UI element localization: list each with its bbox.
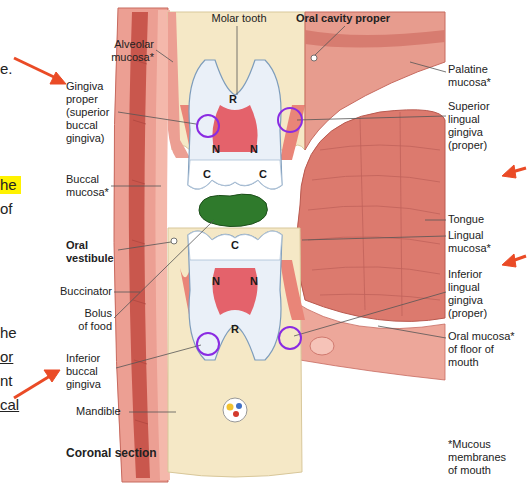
part-label: Tongue	[448, 213, 508, 226]
lower-lingual-gingiva	[280, 260, 305, 320]
bolus	[199, 194, 267, 226]
part-label: Gingiva proper (superior buccal gingiva)	[66, 80, 122, 145]
part-label: Buccinator	[60, 285, 130, 298]
part-label: Mandible	[76, 405, 136, 418]
tooth-letter: N	[208, 275, 224, 288]
vein	[236, 403, 242, 409]
leader-end	[311, 55, 317, 61]
floor-of-mouth	[292, 300, 445, 380]
part-label: Oral mucosa* of floor of mouth	[448, 330, 518, 369]
leader-end	[171, 238, 177, 244]
tooth-letter: C	[199, 168, 215, 181]
mandibular-canal	[223, 398, 247, 422]
cut-off-text: nt	[0, 372, 30, 390]
part-label: Inferior buccal gingiva	[66, 352, 116, 391]
tooth-letter: R	[227, 323, 243, 336]
part-label: Buccal mucosa*	[66, 173, 116, 199]
cut-off-text: of	[0, 200, 30, 218]
region-label: Oral cavity proper	[296, 12, 426, 25]
section-label: Coronal section	[66, 446, 186, 461]
tooth-letter: C	[255, 168, 271, 181]
tooth-letter: N	[208, 143, 224, 156]
part-label: Palatine mucosa*	[448, 63, 512, 89]
region-label: Oral vestibule	[66, 239, 118, 265]
tongue-fibers	[308, 112, 440, 316]
tooth-letter: C	[227, 239, 243, 252]
cut-off-text: or	[0, 348, 30, 366]
leader-lines	[111, 26, 446, 412]
part-label: Molar tooth	[204, 12, 274, 25]
nerve	[227, 404, 234, 411]
artery	[233, 411, 239, 417]
alveolar-mucosa	[168, 12, 190, 158]
cut-off-text: he	[0, 324, 30, 342]
tooth-letter: R	[225, 93, 241, 106]
part-label: Alveolar mucosa*	[96, 38, 154, 64]
red-arrows	[14, 58, 526, 398]
highlight-circles	[197, 108, 302, 355]
buccinator-muscle	[129, 12, 150, 478]
lower-molar	[188, 231, 282, 360]
part-label: Lingual mucosa*	[448, 229, 504, 255]
upper-molar	[188, 60, 282, 189]
footnote: *Mucous membranes of mouth	[448, 438, 510, 477]
tongue	[297, 110, 445, 322]
salivary-duct	[310, 337, 334, 355]
cut-off-text: cal	[0, 396, 30, 414]
part-label: Bolus of food	[74, 307, 112, 333]
tooth-letter: N	[246, 143, 262, 156]
tooth-letter: N	[246, 275, 262, 288]
part-label: Inferior lingual gingiva (proper)	[448, 268, 504, 320]
cut-off-text: he	[0, 176, 21, 194]
part-label: Superior lingual gingiva (proper)	[448, 100, 504, 152]
cut-off-text: e.	[0, 60, 30, 78]
